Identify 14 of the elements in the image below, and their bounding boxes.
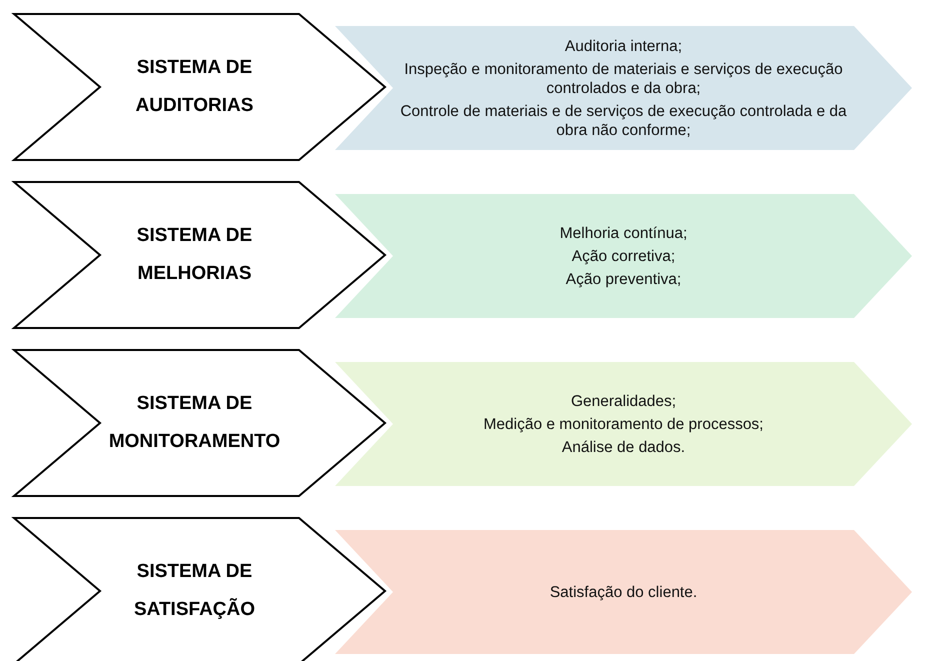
list-item: Melhoria contínua; bbox=[560, 224, 688, 242]
system-title: SISTEMA DE SATISFAÇÃO bbox=[132, 560, 256, 622]
system-title: SISTEMA DE MONITORAMENTO bbox=[108, 392, 282, 454]
list-item: Medição e monitoramento de processos; bbox=[483, 414, 764, 434]
list-item: Ação corretiva; bbox=[572, 246, 676, 266]
system-title: SISTEMA DE AUDITORIAS bbox=[134, 56, 254, 118]
list-item: Análise de dados. bbox=[562, 438, 686, 456]
list-item: Generalidades; bbox=[570, 392, 676, 410]
list-item: Ação preventiva; bbox=[566, 270, 682, 288]
list-item: Inspeção e monitoramento de materiais e serviços de execução controlados e da obra; bbox=[403, 60, 844, 98]
list-item: Auditoria interna; bbox=[564, 36, 682, 56]
list-item: Satisfação do cliente. bbox=[550, 582, 698, 602]
list-item: Controle de materiais e de serviços de execução controlada e da obra não conforme; bbox=[399, 102, 848, 140]
system-title: SISTEMA DE MELHORIAS bbox=[136, 224, 254, 286]
